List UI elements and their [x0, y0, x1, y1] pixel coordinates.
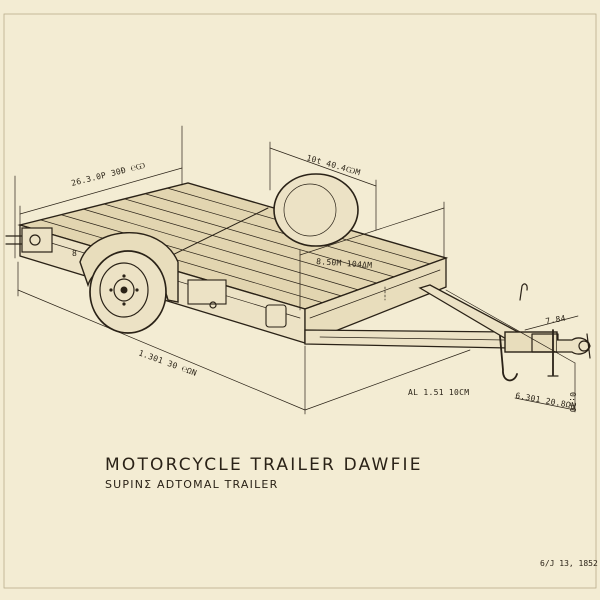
side-tag-label: 8 [72, 249, 77, 258]
trailer-tongue [304, 283, 591, 382]
tire [89, 250, 167, 334]
dim-tongue-length: AL 1.51 10CM [408, 388, 469, 397]
dim-coupler-vertical: 0:30 [568, 392, 577, 412]
trailer-body [5, 182, 449, 344]
drawing-title: MOTORCYCLE TRAILER DAWFIE [105, 455, 423, 475]
tail-light [21, 227, 53, 253]
safety-chain-hook [499, 335, 518, 382]
hitch-coupler [504, 331, 558, 353]
drawing-subtitle: SUPINΣ ADTOMAL TRAILER [105, 478, 278, 491]
wheel-hub [113, 278, 135, 302]
drawing-footer-date: 6/J 13, 1852 3 [540, 559, 600, 568]
dim-deck-length: 26.3.0Р 30Ð ℮Ѡ [70, 161, 146, 188]
sheet-border [3, 13, 597, 589]
side-light [265, 304, 287, 328]
side-storage-box [187, 279, 227, 305]
dim-deck-width: 8.50M 104ΔΜ [316, 257, 373, 270]
dim-coupler-height: 7.84 [545, 314, 567, 326]
dim-coupler-length: 6.301 20.8ΩΝ [515, 391, 577, 411]
rear-wheel [273, 173, 359, 247]
front-wheel [79, 232, 179, 334]
dimension-lines [14, 125, 579, 415]
